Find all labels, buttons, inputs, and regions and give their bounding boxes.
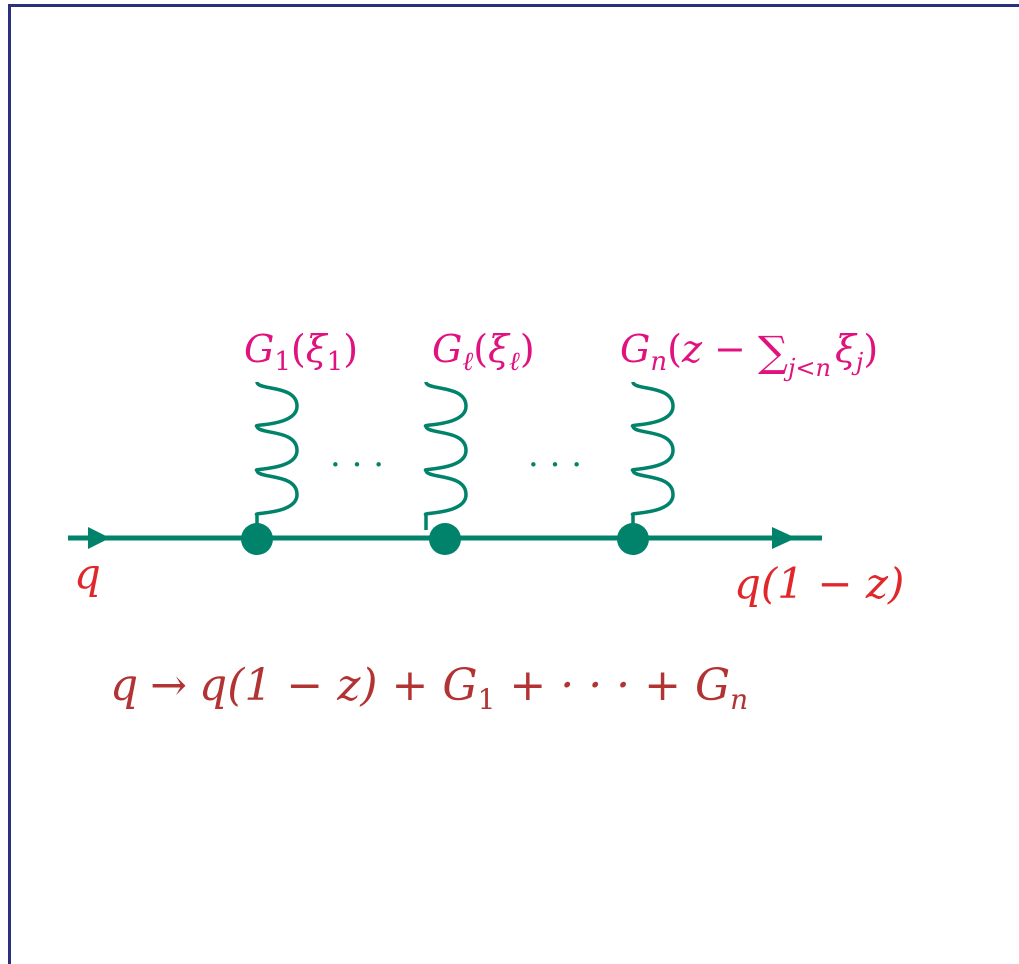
outgoing-quark-label: q(1 − z) (734, 559, 904, 608)
incoming-quark-label: q (74, 549, 101, 598)
ellipsis-1: · · · (330, 445, 384, 485)
gluon-n (631, 381, 675, 530)
slide-frame (8, 4, 1019, 964)
incoming-arrow-icon (88, 527, 110, 549)
process-equation: q→q(1 − z) + G1 + · · · + Gn (110, 660, 748, 716)
gluon-label-1: G1(ξ1) (244, 327, 358, 377)
vertex-n (617, 523, 649, 555)
gluon-l (424, 381, 468, 530)
outgoing-arrow-icon (772, 527, 796, 549)
gluon-1 (255, 381, 299, 530)
vertex-1 (241, 523, 273, 555)
vertex-l (429, 523, 461, 555)
gluon-label-l: Gℓ(ξℓ) (432, 327, 535, 377)
ellipsis-2: · · · (528, 445, 582, 485)
